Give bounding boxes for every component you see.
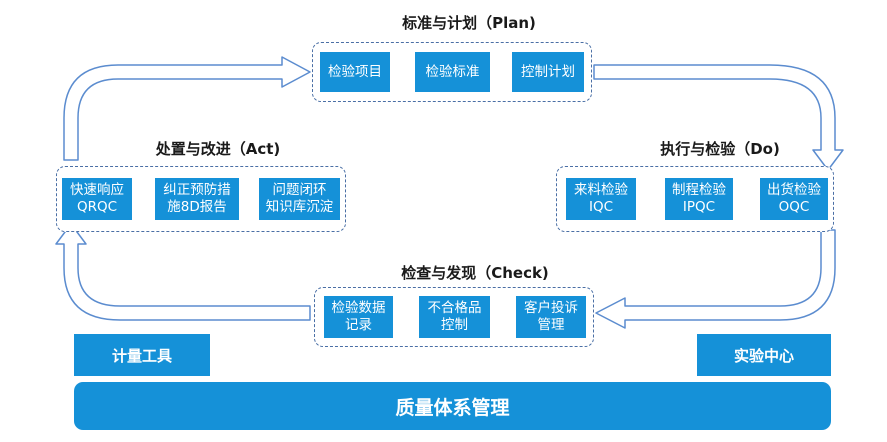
check-step-2-label: 不合格品 — [427, 300, 482, 316]
check-step-1-sub: 记录 — [345, 317, 372, 333]
check-step-3-label: 客户投诉 — [524, 300, 578, 316]
plan-step-3: 控制计划 — [512, 52, 584, 92]
act-step-1-label: 快速响应 — [70, 182, 124, 198]
do-step-1-code: IQC — [588, 199, 614, 215]
check-step-3-sub: 管理 — [537, 317, 565, 333]
act-step-3: 问题闭环 知识库沉淀 — [259, 178, 340, 220]
act-step-2-code: 施8D报告 — [167, 199, 227, 215]
check-step-1: 检验数据 记录 — [324, 296, 393, 338]
cycle-arrow-act-to-plan — [63, 56, 311, 161]
act-step-1: 快速响应 QRQC — [62, 178, 132, 220]
act-step-2: 纠正预防措 施8D报告 — [155, 178, 239, 220]
do-step-3: 出货检验 OQC — [760, 178, 828, 220]
laboratory-label: 实验中心 — [697, 334, 831, 376]
check-step-3: 客户投诉 管理 — [516, 296, 586, 338]
plan-step-2: 检验标准 — [415, 52, 490, 92]
check-step-2-sub: 控制 — [441, 317, 468, 333]
act-step-3-label: 问题闭环 — [272, 182, 327, 198]
do-step-3-code: OQC — [778, 199, 810, 215]
cycle-arrow-do-to-check — [595, 229, 836, 329]
act-step-2-label: 纠正预防措 — [163, 182, 231, 198]
plan-step-2-label: 检验标准 — [425, 63, 480, 80]
act-step-3-code: 知识库沉淀 — [265, 199, 334, 215]
plan-step-1-label: 检验项目 — [328, 63, 382, 80]
do-stage-title: 执行与检验（Do) — [660, 140, 780, 158]
act-step-1-code: QRQC — [76, 199, 118, 215]
measuring-tools-label: 计量工具 — [74, 334, 210, 376]
do-step-2-label: 制程检验 — [672, 182, 726, 198]
cycle-arrow-check-to-act — [55, 223, 311, 321]
check-step-1-label: 检验数据 — [331, 300, 386, 316]
do-step-1: 来料检验 IQC — [566, 178, 636, 220]
do-step-1-label: 来料检验 — [574, 182, 628, 198]
check-stage-title: 检查与发现（Check) — [401, 264, 549, 282]
quality-system-management-bar: 质量体系管理 — [74, 382, 831, 430]
do-step-3-label: 出货检验 — [767, 182, 821, 198]
plan-stage-title: 标准与计划（Plan) — [402, 14, 536, 32]
do-step-2-code: IPQC — [682, 199, 716, 215]
plan-step-1: 检验项目 — [320, 52, 390, 92]
do-step-2: 制程检验 IPQC — [665, 178, 733, 220]
plan-step-3-label: 控制计划 — [521, 63, 575, 80]
check-step-2: 不合格品 控制 — [419, 296, 490, 338]
act-stage-title: 处置与改进（Act) — [155, 140, 281, 158]
